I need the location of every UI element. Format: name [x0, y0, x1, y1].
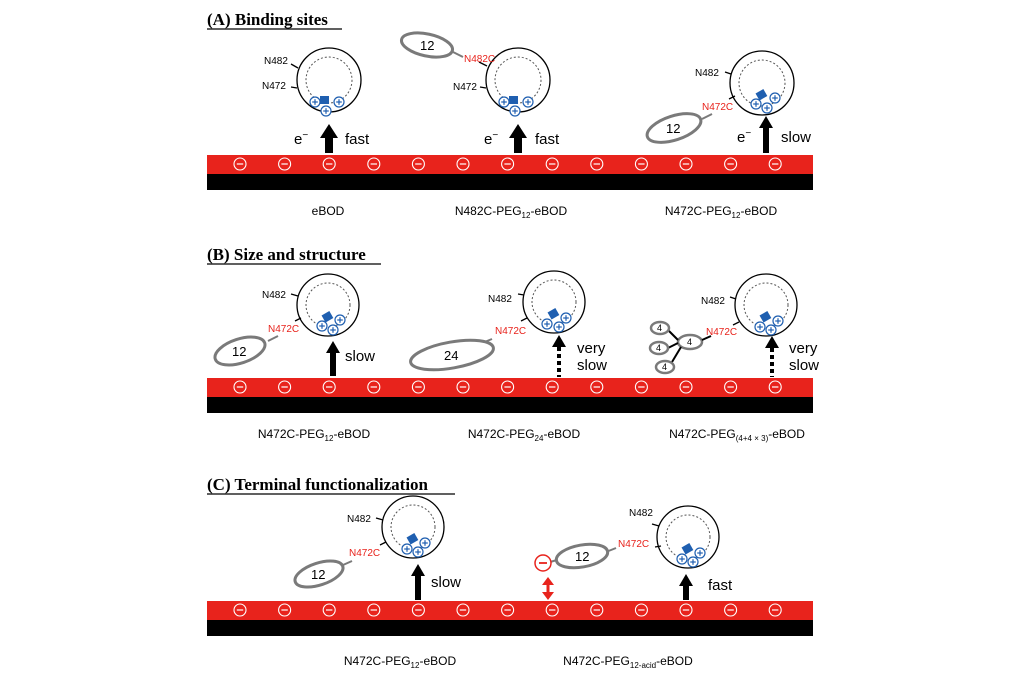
enzyme-n472c-peg12-b: [213, 273, 360, 367]
electron-label: e−: [484, 130, 498, 148]
peg-4-label: 4: [657, 323, 662, 333]
repulsion-arrow-head-up: [542, 577, 554, 585]
enzyme-n472c-peg12-c: [293, 495, 445, 589]
site-n472c: N472C: [349, 548, 380, 559]
rate-very: very: [577, 340, 606, 357]
rate-very: very: [789, 340, 818, 357]
site-n472c: N472C: [618, 539, 649, 550]
electron-label: e−: [294, 130, 308, 148]
electron-arrow: [679, 574, 693, 600]
peg-4-label: 4: [656, 343, 661, 353]
peg-chain: [676, 333, 704, 351]
copper-cluster: [320, 96, 329, 104]
site-n482: N482: [264, 56, 288, 67]
electron-label: e−: [737, 128, 751, 146]
peg-chain: [649, 320, 671, 336]
caption-n472c-peg12-acid: N472C-PEG12-acid-eBOD: [563, 654, 693, 670]
rate-slow: slow: [781, 129, 811, 146]
site-n482c: N482C: [464, 54, 495, 65]
copper-cluster: [509, 96, 518, 104]
peg-12-label: 12: [420, 38, 434, 53]
peg-chain: [409, 338, 495, 372]
rate-slow: slow: [431, 574, 461, 591]
caption-n472c-peg-branched: N472C-PEG(4+4 × 3)-eBOD: [669, 427, 805, 443]
repulsion-arrow-head-down: [542, 592, 554, 600]
site-n482: N482: [701, 296, 725, 307]
section-a-title: (A) Binding sites: [207, 10, 328, 29]
caption-n472c-peg12: N472C-PEG12-eBOD: [665, 204, 778, 220]
electron-arrow-dashed: [552, 335, 566, 347]
peg-chain: [399, 31, 455, 59]
rate-fast: fast: [535, 131, 560, 148]
surface-negative-charge: [813, 157, 827, 171]
site-n472c: N472C: [702, 102, 733, 113]
electrode-c-black: [207, 620, 813, 636]
copper-cluster: [547, 308, 560, 320]
copper-cluster: [681, 543, 694, 555]
site-n482: N482: [488, 294, 512, 305]
peg-24-label: 24: [444, 348, 458, 363]
peg-chain: [213, 335, 267, 367]
enzyme-n472c-peg24: [409, 270, 586, 372]
rate-slow: slow: [345, 348, 375, 365]
surface-negative-charge: [813, 603, 827, 617]
enzyme-n472c-peg12-acid: [534, 505, 720, 600]
caption-n482c-peg12: N482C-PEG12-eBOD: [455, 204, 568, 220]
site-n482: N482: [629, 508, 653, 519]
copper-cluster: [406, 533, 419, 545]
enzyme-n472c-peg-branched: [648, 273, 798, 375]
site-n472c: N472C: [268, 324, 299, 335]
electrode-b-black: [207, 397, 813, 413]
electron-arrow: [411, 564, 425, 600]
site-n482: N482: [262, 290, 286, 301]
site-n472c: N472C: [706, 327, 737, 338]
caption-n472c-peg24: N472C-PEG24-eBOD: [468, 427, 581, 443]
peg-chain: [293, 559, 345, 589]
electrode-a-black: [207, 174, 813, 190]
caption-n472c-peg12-c: N472C-PEG12-eBOD: [344, 654, 457, 670]
rate-slow: slow: [789, 357, 819, 374]
peg-chain: [648, 340, 670, 356]
electron-arrow-dashed: [765, 336, 779, 348]
rate-fast: fast: [708, 577, 733, 594]
peg-4-label: 4: [662, 362, 667, 372]
electron-arrow: [509, 124, 527, 153]
peg-4-label: 4: [687, 337, 692, 347]
surface-negative-charge: [813, 380, 827, 394]
electron-arrow: [320, 124, 338, 153]
peg-chain: [654, 359, 676, 375]
peg-12-label: 12: [232, 344, 246, 359]
rate-slow: slow: [577, 357, 607, 374]
site-n472c: N472C: [495, 326, 526, 337]
caption-n472c-peg12-b: N472C-PEG12-eBOD: [258, 427, 371, 443]
site-n482: N482: [347, 514, 371, 525]
electron-arrow: [759, 116, 773, 153]
copper-cluster: [321, 311, 334, 323]
enzyme-n472c-peg12: [645, 50, 795, 144]
enzyme-ebod: [290, 47, 362, 117]
site-n472: N472: [453, 82, 477, 93]
peg-12-label: 12: [311, 567, 325, 582]
section-b-title: (B) Size and structure: [207, 245, 366, 264]
peg-12-label: 12: [575, 549, 589, 564]
site-n472: N472: [262, 81, 286, 92]
peg-chain: [645, 112, 703, 144]
site-n482: N482: [695, 68, 719, 79]
copper-cluster: [755, 89, 768, 101]
copper-cluster: [759, 311, 772, 323]
section-c-title: (C) Terminal functionalization: [207, 475, 429, 494]
peg-12-label: 12: [666, 121, 680, 136]
caption-ebod: eBOD: [312, 204, 345, 218]
electron-arrow: [326, 341, 340, 376]
rate-fast: fast: [345, 131, 370, 148]
enzyme-n482c-peg12: [399, 31, 551, 117]
